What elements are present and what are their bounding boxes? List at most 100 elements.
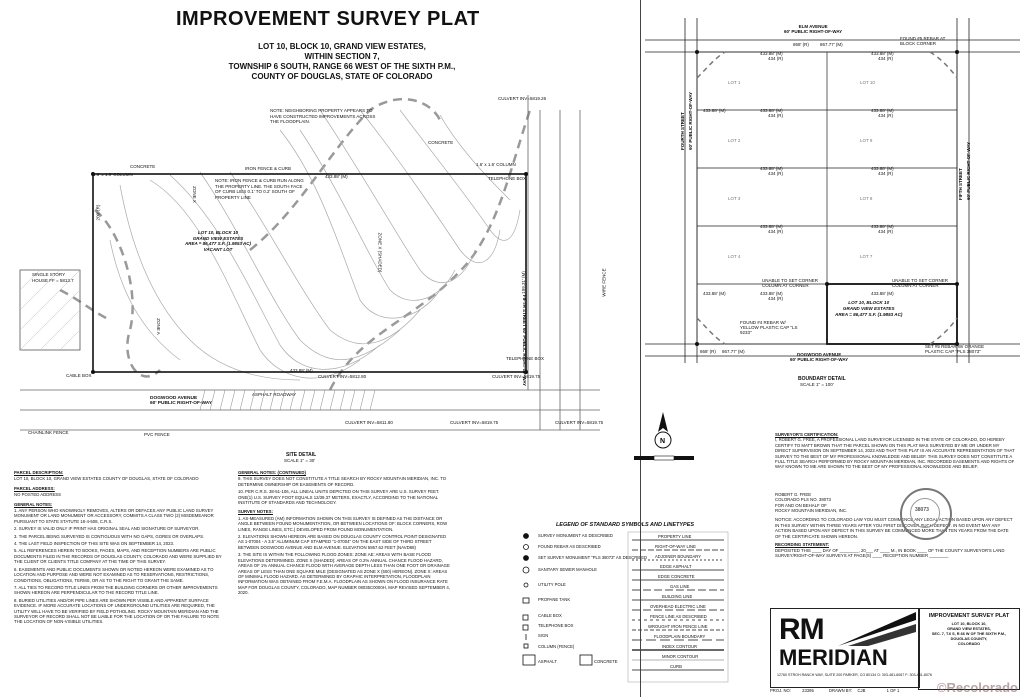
road-lines [20,95,600,431]
north-arrow-icon: N [654,412,672,449]
boundary-lot-box: LOT 10, BLOCK 10 GRAND VIEW ESTATES AREA… [835,300,902,317]
surveyor-certification: SURVEYOR'S CERTIFICATION: I, ROBERT G. F… [775,432,1015,558]
avenue-name: DOGWOOD AVENUE [150,396,198,401]
dim-left-label: 200' (R) [95,204,101,221]
tb-sub-line: DOUGLAS COUNTY, [950,637,988,641]
avenue-row: 60' PUBLIC RIGHT-OF-WAY [150,401,212,406]
parcel-desc: LOT 10, BLOCK 10, GRAND VIEW ESTATES COU… [14,476,199,482]
pls-seal-icon [900,488,952,540]
culvert-b3: CULVERT INV=5819.75 [492,374,541,379]
dogwood-boundary-label: DOGWOOD AVENUE 60' PUBLIC RIGHT-OF-WAY [790,352,848,362]
tb-sub-line: COLORADO [957,642,981,646]
lot-box-line: LOT 10, BLOCK 10 [848,300,890,305]
legend-line-item: GAS LINE [670,584,690,589]
lot-label: LOT 8 [860,196,873,201]
subtitle-line: LOT 10, BLOCK 10, GRAND VIEW ESTATES, [258,42,426,51]
svg-text:N: N [660,438,665,445]
logo-rm: RM [779,613,825,646]
note-fence: NOTE: IRON FENCE & CURB RUN ALONG THE PR… [215,178,304,200]
legend-item: SANITARY SEWER MANHOLE [538,567,597,572]
row-dim-r: 434 (R) [768,56,784,61]
dim-top-label: 433.88' (M) [325,174,348,179]
sheet-divider [640,0,641,697]
seal-number: 38073 [915,507,929,513]
row-dim: 433.88' (M) [703,108,726,113]
lot-label-line: AREA = 86,477 S.F. (1.9853 AC) [184,241,252,246]
legend-line-item: OVERHEAD ELECTRIC LINE [650,604,706,609]
legend-item: FOUND REBAR AS DESCRIBED [538,544,601,549]
legend-item: TELEPHONE BOX [538,623,574,628]
asphalt-label: ASPHALT ROADWAY [252,392,297,397]
boundary-monuments [695,50,959,346]
drawn-value: CJB [857,688,866,693]
recording-heading: RECORDING STATEMENT: [775,542,830,548]
legend-line-item: EDGE CONCRETE [658,574,695,579]
legend-item: PROPANE TANK [538,597,571,602]
general-note: 3. THE PARCEL BEING SURVEYED IS CONTIGUO… [14,533,205,539]
corner-arcs [696,51,958,345]
dim-bottom-label: 433.88' (M) [290,368,313,373]
row-dim: 433.88' (M) [703,291,726,296]
sig-line: ROBERT G. FREE [775,491,812,497]
row-dim: 433.88' (M) [871,51,894,56]
row-dim: 433.88' (M) [760,291,783,296]
culvert-b3b: CULVERT INV=5819.75 [450,420,499,425]
general-cont-note: 9. THIS SURVEY DOES NOT CONSTITUTE A TIT… [238,476,447,487]
row-lines [645,18,1020,363]
street-row: 60' PUBLIC RIGHT-OF-WAY [790,357,849,362]
street-name: DOGWOOD AVENUE [796,352,842,357]
lot-box-line: AREA = 86,477 S.F. (1.9853 AC) [835,311,903,317]
fourth-street-label: FOURTH STREET [680,112,685,150]
column-label: 1.6' x 1.6' COLUMN [476,162,516,167]
unable-col-2: UNABLE TO SET CORNER COLUMN AT CORNER [892,278,949,288]
company-address: 12760 STROH RANCH WAY, SUITE 200 PARKER,… [777,673,932,677]
row-dim-r: 434 (R) [768,229,784,234]
culvert-b4: CULVERT INV=5819.75 [555,420,604,425]
zone-x-shaded-label: ZONE X (SHADED) [377,232,383,273]
lot-label: LOT 10 [860,80,875,85]
lot-grid [696,51,958,345]
legend-line-item: FENCE LINE AS DESCRIBED [650,614,707,619]
subtitle-line: WITHIN SECTION 7, [304,52,380,61]
telephone-label: TELEPHONE BOX [488,176,527,181]
general-note: 5. ALL REFERENCES HEREIN TO BOOKS, PAGES… [14,548,222,565]
boundary-detail-title: BOUNDARY DETAIL [798,376,846,382]
street-name: FIFTH STREET [522,295,527,327]
iron-fence-label: IRON FENCE & CURB [245,166,292,171]
street-row: 60' PUBLIC RIGHT-OF-WAY [688,91,693,150]
legend-line-item: MINOR CONTOUR [662,654,699,659]
row-dim: 433.88' (M) [760,108,783,113]
survey-notes-heading: SURVEY NOTES: [238,509,273,515]
fourth-street-row: 60' PUBLIC RIGHT-OF-WAY [688,92,693,150]
concrete-label-2: CONCRETE [130,164,156,169]
survey-note: 3. THE SITE IS WITHIN THE FOLLOWING FLOO… [238,552,450,596]
set-rebar: SET #5 REBAR W/ ORANGE PLASTIC CAP "PLS … [925,344,985,354]
dogwood-label: DOGWOOD AVENUE 60' PUBLIC RIGHT-OF-WAY [150,396,212,406]
row-dim-r: 434 (R) [878,229,894,234]
culvert-top-label: CULVERT INV=5819.26 [498,96,547,101]
telephone-label-2: TELEPHONE BOX [506,356,545,361]
row-dim: 433.88' (M) [760,224,783,229]
legend-item: UTILITY POLE [538,582,566,587]
fifth-street-boundary-label: FIFTH STREET [958,168,963,200]
parcel-addr-heading: PARCEL ADDRESS: [14,485,55,491]
legend-line-item: PROPERTY LINE [658,534,692,539]
legend-right-lines [627,531,729,683]
zone-x-label: ZONE X [191,186,197,203]
pvc-label: PVC FENCE [144,432,170,437]
legend-line-item: EDGE ASPHALT [660,564,692,569]
page-title: IMPROVEMENT SURVEY PLAT [176,8,480,30]
legend-line-item: FLOODPLAIN BOUNDARY [654,634,706,639]
found-rebar-corner: FOUND #5 REBAR AT BLOCK CORNER [900,36,946,46]
legend-item: SIGN [538,633,549,638]
lot-label-line: GRAND VIEW ESTATES [192,235,244,241]
found-yellow: FOUND #4 REBAR W/ YELLOW PLASTIC CAP "LS… [740,320,798,335]
survey-note: 2. ELEVATIONS SHOWN HEREON ARE BASED ON … [238,534,447,550]
legend-item: ASPHALT [538,659,557,664]
lot-label-line: VACANT LOT [203,246,233,252]
general-note: 7. ALL TIES TO RECORD TITLE LINES FROM T… [14,584,218,596]
notes-column-2: GENERAL NOTES: (CONTINUED) 9. THIS SURVE… [238,466,450,598]
general-note: 8. BURIED UTILITIES AND/OR PIPE LINES AR… [14,597,220,625]
lot-label: LOT 9 [860,138,873,143]
